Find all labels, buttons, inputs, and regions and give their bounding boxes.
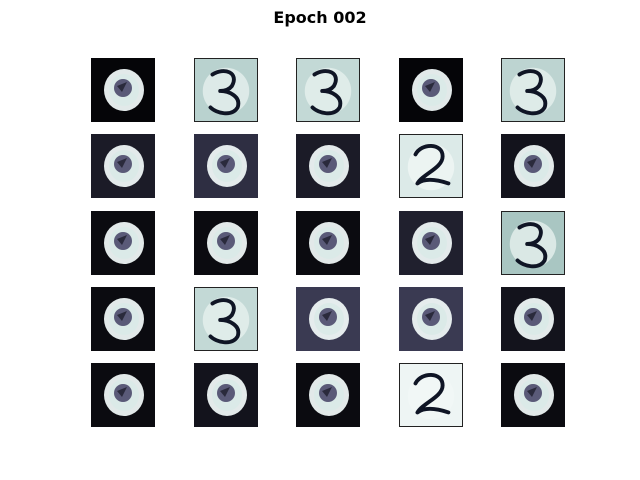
- tile-r2-c1: [91, 134, 155, 198]
- tile-r2-c5: [501, 134, 565, 198]
- tile-r4-c5: [501, 287, 565, 351]
- tile-r2-c2: [194, 134, 258, 198]
- tile-r4-c3: [296, 287, 360, 351]
- tile-r3-c4: [399, 211, 463, 275]
- tile-r3-c2: [194, 211, 258, 275]
- tile-r3-c5: [501, 211, 565, 275]
- tile-r4-c4: [399, 287, 463, 351]
- tile-r3-c3: [296, 211, 360, 275]
- tile-r5-c1: [91, 363, 155, 427]
- tile-r3-c1: [91, 211, 155, 275]
- figure-title: Epoch 002: [273, 8, 367, 27]
- tile-r4-c1: [91, 287, 155, 351]
- tile-r5-c4: [399, 363, 463, 427]
- tile-r1-c5: [501, 58, 565, 122]
- tile-r2-c3: [296, 134, 360, 198]
- tile-r1-c1: [91, 58, 155, 122]
- tile-r1-c3: [296, 58, 360, 122]
- tile-r1-c2: [194, 58, 258, 122]
- tile-r5-c5: [501, 363, 565, 427]
- tile-r1-c4: [399, 58, 463, 122]
- tile-r4-c2: [194, 287, 258, 351]
- tile-r5-c3: [296, 363, 360, 427]
- tile-r2-c4: [399, 134, 463, 198]
- tile-r5-c2: [194, 363, 258, 427]
